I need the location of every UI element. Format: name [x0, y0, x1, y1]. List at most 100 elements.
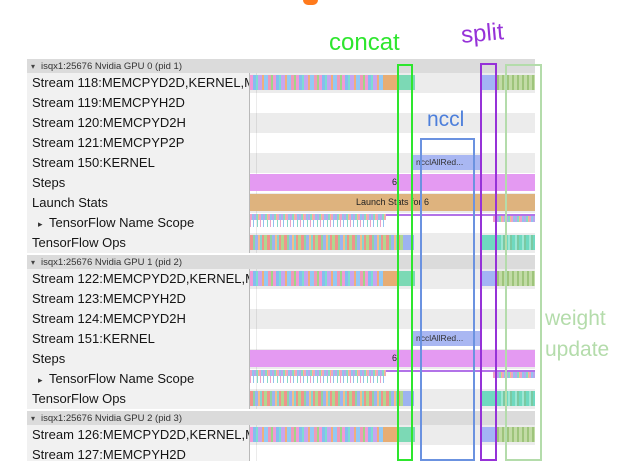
row-track: Launch Stats for 6: [250, 193, 535, 213]
weight-update-kernel-bar[interactable]: [497, 271, 535, 286]
name-scope-ticks: [250, 220, 386, 227]
kernel-activity-bar[interactable]: [250, 271, 383, 286]
tf-ops-nccl-bar[interactable]: [482, 391, 498, 406]
device-section-title: isqx1:25676 Nvidia GPU 2 (pid 3): [41, 413, 182, 424]
memcpy-activity-bar[interactable]: [383, 271, 399, 286]
row-label-empty: Stream 121:MEMCPYP2P: [27, 133, 250, 153]
device-section-title: isqx1:25676 Nvidia GPU 0 (pid 1): [41, 61, 182, 72]
row-label-steps: Steps: [27, 173, 250, 193]
nccl-allreduce-block[interactable]: ncclAllRed...: [412, 155, 480, 170]
row-label-busy: Stream 122:MEMCPYD2D,KERNEL,MI: [27, 269, 250, 289]
name-scope-band: [250, 214, 386, 220]
concat-kernel-bar[interactable]: [399, 271, 415, 286]
steps-value-label: 6: [392, 353, 398, 363]
row-label-empty: Stream 124:MEMCPYD2H: [27, 309, 250, 329]
row-label-ops: TensorFlow Ops: [27, 389, 250, 409]
kernel-activity-bar[interactable]: [250, 75, 383, 90]
row-label-text: Stream 119:MEMCPYH2D: [32, 95, 185, 110]
tf-ops-weight-update-bar[interactable]: [498, 391, 535, 406]
trace-row: Stream 151:KERNEL ncclAllRed...: [27, 329, 535, 349]
name-scope-band: [250, 370, 386, 376]
trace-row: TensorFlow Ops: [27, 233, 535, 253]
row-label-empty: Stream 120:MEMCPYD2H: [27, 113, 250, 133]
expand-icon: ▸: [38, 375, 43, 385]
row-label-launch: Launch Stats: [27, 193, 250, 213]
row-label-text: Stream 122:MEMCPYD2D,KERNEL,MI: [32, 271, 250, 286]
tf-ops-nccl-bar[interactable]: [482, 235, 498, 250]
annotation-weight-line2: update: [545, 338, 610, 361]
expand-icon: ▸: [38, 219, 43, 229]
row-track: [250, 425, 535, 445]
row-label-namescope[interactable]: ▸ TensorFlow Name Scope: [27, 369, 250, 389]
row-label-text: TensorFlow Ops: [32, 391, 126, 406]
row-track: [250, 269, 535, 289]
trace-row: Launch Stats Launch Stats for 6: [27, 193, 535, 213]
row-track: [250, 93, 535, 113]
collapse-icon: ▾: [31, 414, 36, 423]
name-scope-span-line: [250, 214, 535, 216]
steps-bar[interactable]: [250, 174, 535, 191]
trace-row: Stream 127:MEMCPYH2D: [27, 445, 535, 461]
row-label-text: Stream 127:MEMCPYH2D: [32, 447, 186, 461]
name-scope-icicle-strip[interactable]: [250, 214, 386, 228]
memcpy-activity-bar[interactable]: [383, 75, 399, 90]
row-track: ncclAllRed...: [250, 153, 535, 173]
trace-row: Stream 119:MEMCPYH2D: [27, 93, 535, 113]
trace-row: Stream 122:MEMCPYD2D,KERNEL,MI: [27, 269, 535, 289]
tf-ops-split-bar[interactable]: [403, 391, 414, 406]
collapse-icon: ▾: [31, 62, 36, 71]
row-track: [250, 133, 535, 153]
row-label-text: Launch Stats: [32, 195, 108, 210]
row-label-empty: Stream 127:MEMCPYH2D: [27, 445, 250, 461]
name-scope-right-strip[interactable]: [493, 372, 535, 378]
row-label-steps: Steps: [27, 349, 250, 369]
row-label-text: Stream 150:KERNEL: [32, 155, 155, 170]
split-kernel-bar[interactable]: [481, 271, 497, 286]
tf-ops-split-bar[interactable]: [403, 235, 414, 250]
trace-table: ▾isqx1:25676 Nvidia GPU 0 (pid 1)Stream …: [27, 57, 535, 461]
name-scope-icicle-strip[interactable]: [250, 370, 386, 384]
concat-kernel-bar[interactable]: [399, 427, 415, 442]
row-track: [250, 113, 535, 133]
cutoff-title-fragment: [303, 0, 318, 5]
row-track: 6: [250, 173, 535, 193]
row-label-empty: Stream 119:MEMCPYH2D: [27, 93, 250, 113]
name-scope-right-strip[interactable]: [493, 216, 535, 222]
row-track: [250, 73, 535, 93]
row-label-namescope[interactable]: ▸ TensorFlow Name Scope: [27, 213, 250, 233]
name-scope-span-line: [250, 370, 535, 372]
row-label-text: TensorFlow Name Scope: [49, 215, 195, 230]
trace-row: ▸ TensorFlow Name Scope: [27, 213, 535, 233]
row-label-text: Stream 151:KERNEL: [32, 331, 155, 346]
row-label-text: Stream 120:MEMCPYD2H: [32, 115, 186, 130]
split-kernel-bar[interactable]: [481, 75, 497, 90]
launch-stats-label: Launch Stats for 6: [355, 197, 430, 207]
steps-bar[interactable]: [250, 350, 535, 367]
row-label-text: TensorFlow Name Scope: [49, 371, 195, 386]
memcpy-activity-bar[interactable]: [383, 427, 399, 442]
row-label-busy: Stream 126:MEMCPYD2D,KERNEL,MI: [27, 425, 250, 445]
launch-stats-bar[interactable]: [250, 194, 535, 211]
tf-ops-weight-update-bar[interactable]: [498, 235, 535, 250]
annotation-weight-line1: weight: [545, 307, 606, 330]
kernel-activity-bar[interactable]: [250, 427, 383, 442]
concat-kernel-bar[interactable]: [399, 75, 415, 90]
device-section-header[interactable]: ▾isqx1:25676 Nvidia GPU 1 (pid 2): [27, 253, 535, 269]
device-section-header[interactable]: ▾ isqx1:25676 Nvidia GPU 2 (pid 3): [27, 409, 535, 425]
weight-update-kernel-bar[interactable]: [497, 427, 535, 442]
weight-update-kernel-bar[interactable]: [497, 75, 535, 90]
device-section-header[interactable]: ▾ isqx1:25676 Nvidia GPU 0 (pid 1): [27, 57, 535, 73]
row-label-text: Stream 123:MEMCPYH2D: [32, 291, 186, 306]
nccl-allreduce-block[interactable]: ncclAllRed...: [412, 331, 480, 346]
row-track: [250, 309, 535, 329]
split-kernel-bar[interactable]: [481, 427, 497, 442]
trace-row: TensorFlow Ops: [27, 389, 535, 409]
tf-ops-activity-bar[interactable]: [250, 391, 403, 406]
tf-ops-activity-bar[interactable]: [250, 235, 403, 250]
collapse-icon: ▾: [31, 258, 36, 267]
row-label-text: Stream 121:MEMCPYP2P: [32, 135, 185, 150]
trace-row: Stream 118:MEMCPYD2D,KERNEL,ME: [27, 73, 535, 93]
row-track: [250, 289, 535, 309]
trace-row: Stream 123:MEMCPYH2D: [27, 289, 535, 309]
